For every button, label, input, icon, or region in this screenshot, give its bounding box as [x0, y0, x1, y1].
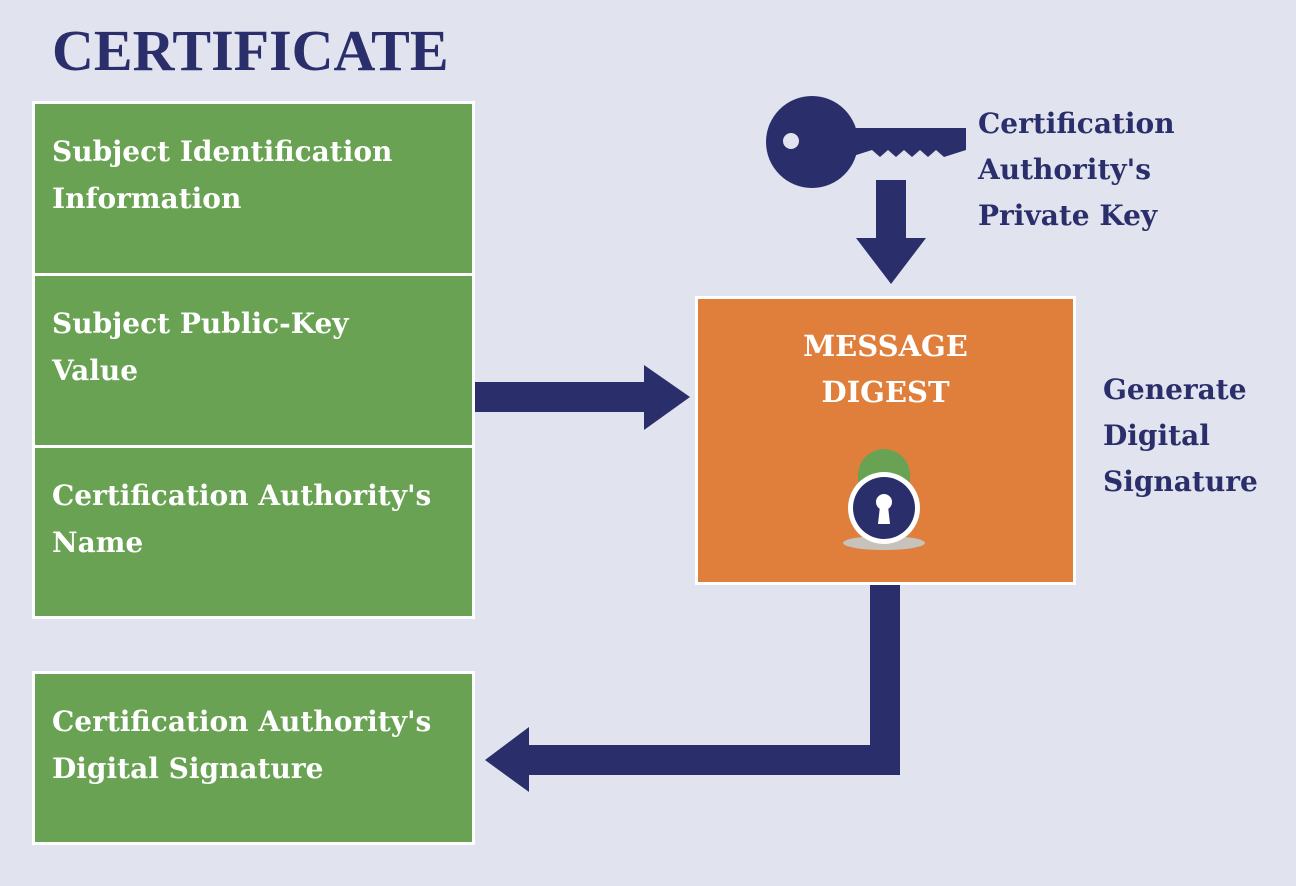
generate-signature-label: Generate Digital Signature	[1103, 367, 1258, 505]
generate-signature-line-3: Signature	[1103, 465, 1258, 498]
certificate-title: CERTIFICATE	[52, 18, 449, 83]
ca-name-line-2: Name	[52, 526, 144, 559]
key-to-digest-arrow	[856, 180, 926, 284]
generate-signature-line-1: Generate	[1103, 373, 1247, 406]
subject-public-key-box: Subject Public-Key Value	[32, 273, 475, 448]
ca-signature-line-2: Digital Signature	[52, 752, 324, 785]
subject-public-key-line-1: Subject Public-Key	[52, 307, 349, 340]
digest-to-signature-arrow	[485, 585, 900, 792]
ca-private-key-line-2: Authority's	[978, 153, 1151, 186]
padlock-icon	[843, 449, 925, 550]
message-digest-label: MESSAGE DIGEST	[698, 323, 1073, 415]
generate-signature-line-2: Digital	[1103, 419, 1210, 452]
message-digest-line-1: MESSAGE	[803, 329, 968, 363]
certificate-to-digest-arrow	[475, 365, 690, 430]
ca-name-box: Certification Authority's Name	[32, 445, 475, 619]
subject-public-key-line-2: Value	[52, 354, 139, 387]
message-digest-line-2: DIGEST	[821, 375, 950, 409]
subject-identification-line-2: Information	[52, 182, 242, 215]
key-icon	[766, 96, 966, 188]
ca-private-key-line-1: Certification	[978, 107, 1175, 140]
ca-private-key-line-3: Private Key	[978, 199, 1158, 232]
ca-signature-line-1: Certification Authority's	[52, 705, 432, 738]
subject-identification-box: Subject Identification Information	[32, 101, 475, 276]
ca-private-key-label: Certification Authority's Private Key	[978, 101, 1175, 239]
subject-identification-line-1: Subject Identification	[52, 135, 393, 168]
ca-name-line-1: Certification Authority's	[52, 479, 432, 512]
ca-digital-signature-box: Certification Authority's Digital Signat…	[32, 671, 475, 845]
